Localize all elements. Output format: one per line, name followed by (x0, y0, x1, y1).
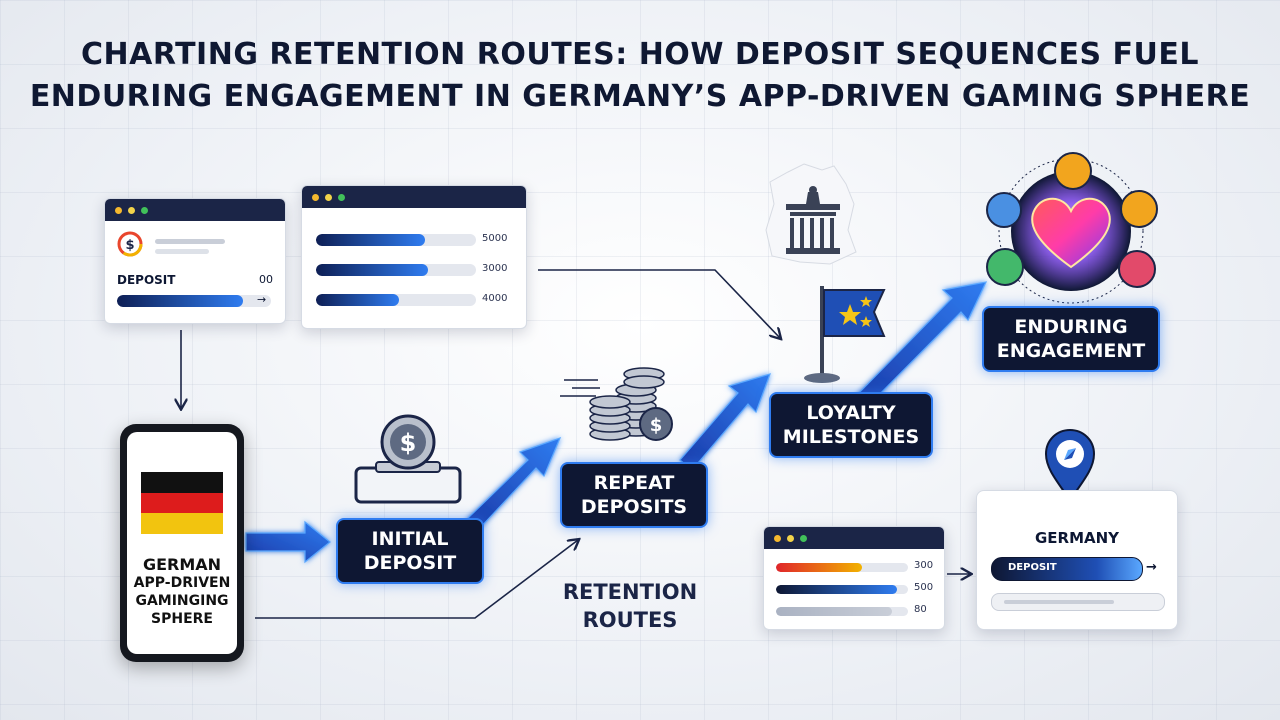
deposit-progress[interactable] (117, 295, 271, 307)
avatar (986, 248, 1024, 286)
window-dot-icon (141, 206, 148, 214)
retention-routes-label: RETENTION ROUTES (540, 578, 720, 634)
page-title: CHARTING RETENTION ROUTES: HOW DEPOSIT S… (20, 34, 1260, 118)
phone-caption-line: GAMINGING (135, 593, 229, 609)
deposit-button[interactable]: DEPOSIT → (991, 557, 1157, 581)
coin-slot-icon: $ (354, 414, 462, 504)
stats-window: 5000 3000 4000 (301, 185, 527, 329)
step-label-line: MILESTONES (782, 426, 920, 448)
avatar (1118, 250, 1156, 288)
arrow-initial-to-repeat (465, 436, 562, 531)
connector-phone-to-repeat (255, 540, 578, 619)
coin-dollar-icon: $ (117, 231, 143, 257)
summary-value: 500 (914, 582, 934, 593)
window-dot-icon (128, 206, 135, 214)
avatar (1120, 190, 1158, 228)
phone-caption: GERMAN APP-DRIVEN GAMINGING SPHERE (127, 556, 237, 628)
placeholder-line (1004, 600, 1114, 604)
summary-bar-fill (776, 607, 893, 616)
stat-bar (316, 294, 476, 306)
avatar (1054, 152, 1092, 190)
window-dot-icon (787, 534, 794, 542)
svg-text:$: $ (125, 238, 134, 253)
flow-arrows (245, 281, 988, 564)
milestone-flag-icon (804, 286, 886, 383)
window-titlebar (302, 186, 526, 208)
svg-text:$: $ (650, 415, 663, 436)
avatar (986, 192, 1022, 228)
deposit-label: DEPOSIT (117, 273, 176, 287)
title-line-1: CHARTING RETENTION ROUTES: HOW DEPOSIT S… (81, 37, 1199, 72)
stat-bar (316, 234, 476, 246)
brandenburg-gate-icon (765, 163, 857, 265)
summary-value: 300 (914, 560, 934, 571)
step-label-line: LOYALTY (806, 402, 896, 424)
phone-caption-line: SPHERE (151, 611, 213, 627)
title-line-2: ENDURING ENGAGEMENT IN GERMANY’S APP-DRI… (29, 79, 1251, 114)
window-dot-icon (325, 193, 332, 201)
deposit-amount: 00 (259, 273, 273, 286)
stat-value: 5000 (482, 233, 508, 244)
stat-value: 3000 (482, 263, 508, 274)
step-label-line: ENDURING (1014, 316, 1128, 338)
svg-text:$: $ (400, 429, 417, 457)
placeholder-line (155, 249, 209, 254)
arrow-right-icon: → (257, 293, 267, 306)
window-dot-icon (800, 534, 807, 542)
summary-bar-fill (776, 563, 862, 572)
window-titlebar (764, 527, 944, 549)
deposit-progress-fill (117, 295, 244, 307)
step-label-line: ENGAGEMENT (996, 340, 1146, 362)
window-titlebar (105, 199, 285, 221)
step-loyalty-milestones: LOYALTY MILESTONES (769, 392, 933, 458)
step-label-line: INITIAL (371, 528, 449, 550)
stat-bar (316, 264, 476, 276)
window-dot-icon (774, 534, 781, 542)
placeholder-line (155, 239, 225, 244)
input-field[interactable] (991, 593, 1165, 611)
deposit-button-label: DEPOSIT (1008, 562, 1057, 573)
phone-caption-line: APP-DRIVEN (133, 575, 231, 591)
arrow-repeat-to-loyalty (679, 373, 771, 471)
engagement-heart-icon (998, 158, 1144, 304)
summary-value: 80 (914, 604, 927, 615)
summary-bar-fill (776, 585, 898, 594)
step-label-line: DEPOSITS (580, 496, 688, 518)
arrow-phone-to-initial (245, 520, 331, 564)
phone-screen: GERMAN APP-DRIVEN GAMINGING SPHERE (127, 432, 237, 654)
germany-flag-icon (141, 472, 223, 534)
summary-window: 300 500 80 (763, 526, 945, 630)
summary-bar (776, 607, 908, 616)
step-repeat-deposits: REPEAT DEPOSITS (560, 462, 708, 528)
stat-value: 4000 (482, 293, 508, 304)
step-initial-deposit: INITIAL DEPOSIT (336, 518, 484, 584)
phone-caption-line: GERMAN (142, 555, 222, 574)
window-dot-icon (115, 206, 122, 214)
phone-device: GERMAN APP-DRIVEN GAMINGING SPHERE (120, 424, 244, 662)
summary-bar (776, 563, 908, 572)
coin-stacks-icon: $ (560, 367, 673, 441)
germany-title: GERMANY (1034, 529, 1120, 547)
stat-bar-fill (316, 234, 425, 246)
step-enduring-engagement: ENDURING ENGAGEMENT (982, 306, 1160, 372)
arrow-right-icon: → (1146, 560, 1157, 575)
window-dot-icon (312, 193, 319, 201)
window-dot-icon (338, 193, 345, 201)
connector-stats-to-flag (538, 269, 780, 338)
step-label-line: REPEAT (593, 472, 675, 494)
summary-bar (776, 585, 908, 594)
retention-line: RETENTION (562, 580, 698, 604)
location-pin-icon (1044, 428, 1096, 502)
stat-bar-fill (316, 294, 400, 306)
stat-bar-fill (316, 264, 428, 276)
germany-window: GERMANY DEPOSIT → (976, 490, 1178, 630)
deposit-window: $ DEPOSIT 00 → (104, 198, 286, 324)
retention-line: ROUTES (582, 608, 678, 632)
step-label-line: DEPOSIT (363, 552, 457, 574)
